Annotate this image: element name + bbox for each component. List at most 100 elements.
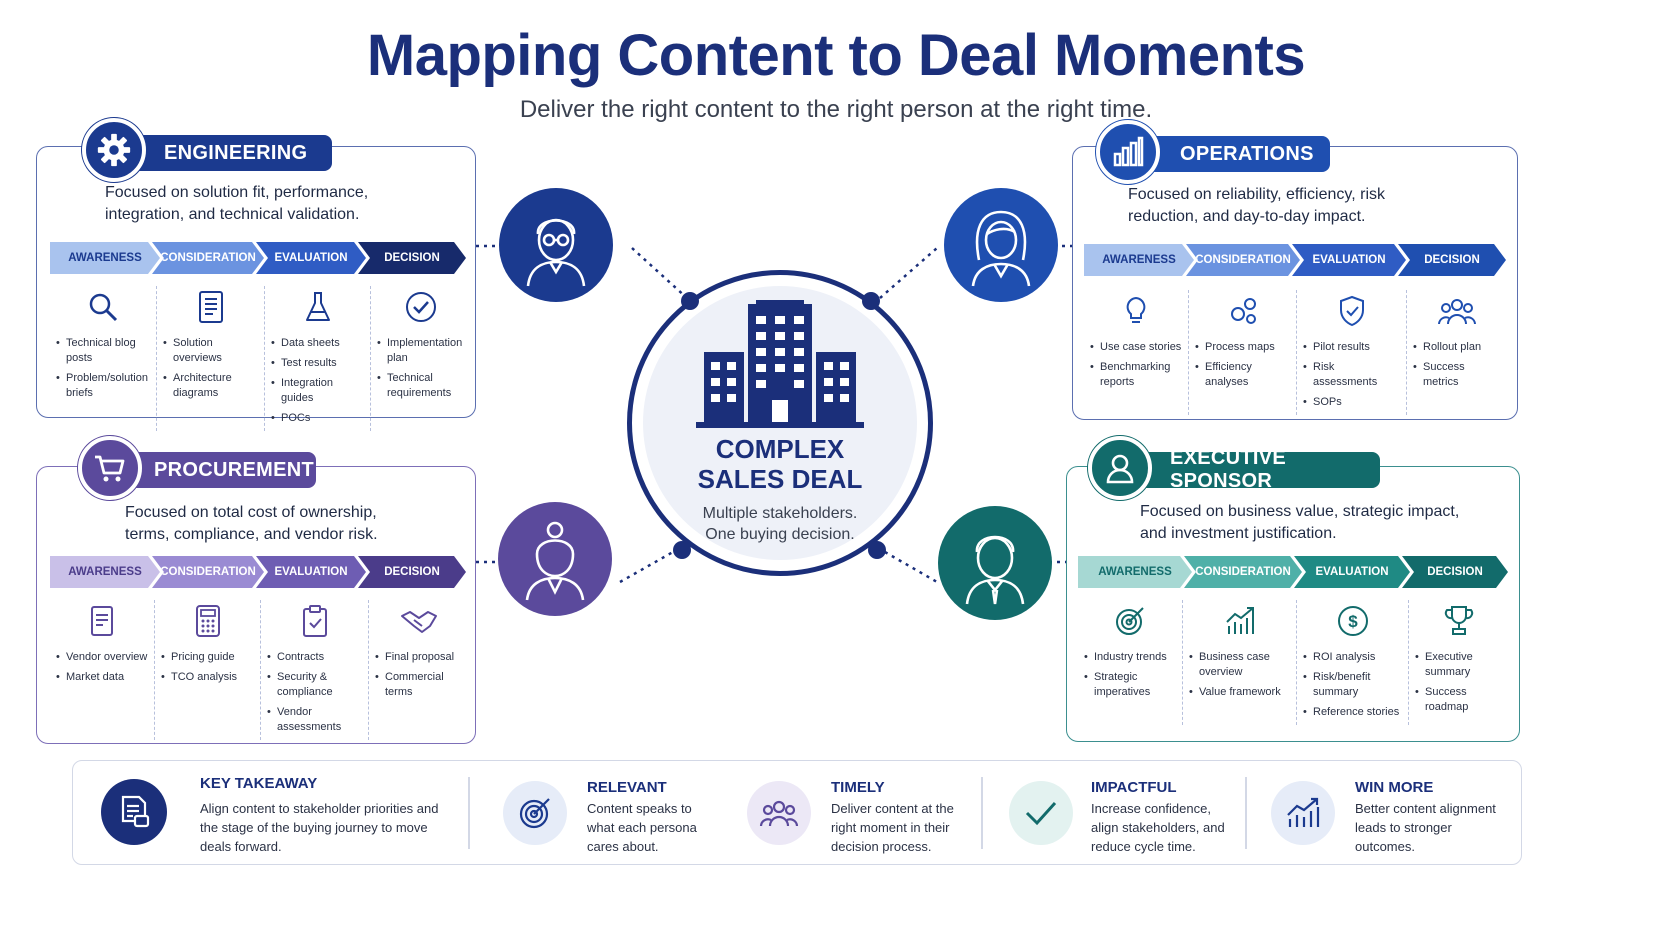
stage-consideration: CONSIDERATION	[1186, 244, 1300, 276]
engineering-col-evaluation: Data sheetsTest resultsIntegration guide…	[264, 286, 370, 431]
list-item: Commercial terms	[375, 670, 462, 700]
flask-icon	[271, 286, 364, 328]
list-item: Implementation plan	[377, 336, 464, 366]
list-item: SOPs	[1303, 395, 1400, 410]
list-item: Use case stories	[1090, 340, 1182, 355]
user-icon	[1088, 436, 1152, 500]
list-item: POCs	[271, 411, 364, 426]
magnifier-icon	[56, 286, 150, 328]
operations-col-consideration: Process mapsEfficiency analyses	[1188, 290, 1296, 415]
engineering-col-decision: Implementation planTechnical requirement…	[370, 286, 470, 431]
impactful-text: Increase confidence, align stakeholders,…	[1091, 801, 1225, 854]
bar-chart-icon	[1096, 120, 1160, 184]
stage-consideration: CONSIDERATION	[1184, 556, 1302, 588]
trophy-icon	[1415, 600, 1502, 642]
center-title-line1: COMPLEX	[715, 434, 845, 464]
engineering-label: ENGINEERING	[134, 135, 332, 171]
list-item: Solution overviews	[163, 336, 258, 366]
divider	[981, 777, 983, 849]
executive-focus: Focused on business value, strategic imp…	[1140, 503, 1460, 542]
timely-heading: TIMELY	[831, 779, 885, 796]
procurement-avatar	[498, 502, 612, 616]
list-item: Pilot results	[1303, 340, 1400, 355]
stage-evaluation: EVALUATION	[256, 242, 366, 274]
relevant-heading: RELEVANT	[587, 779, 667, 796]
building-icon	[696, 300, 864, 433]
team-icon	[1413, 290, 1500, 332]
connector-dot	[862, 292, 880, 310]
stage-evaluation: EVALUATION	[1292, 244, 1406, 276]
team-icon	[747, 781, 811, 845]
procurement-col-consideration: Pricing guideTCO analysis	[154, 600, 260, 740]
stage-awareness: AWARENESS	[50, 556, 160, 588]
stage-decision: DECISION	[358, 556, 466, 588]
operations-col-awareness: Use case storiesBenchmarking reports	[1084, 290, 1188, 415]
list-item: Pricing guide	[161, 650, 254, 665]
executive-stages: AWARENESS CONSIDERATION EVALUATION DECIS…	[1078, 556, 1508, 588]
connector-dot	[681, 292, 699, 310]
procurement-col-evaluation: ContractsSecurity & complianceVendor ass…	[260, 600, 368, 740]
check-icon	[1009, 781, 1073, 845]
center-title-line2: SALES DEAL	[697, 464, 863, 494]
center-subtitle: Multiple stakeholders. One buying decisi…	[640, 503, 920, 545]
stage-evaluation: EVALUATION	[1294, 556, 1410, 588]
executive-avatar	[938, 506, 1052, 620]
executive-col-decision: Executive summarySuccess roadmap	[1408, 600, 1508, 725]
relevant-text: Content speaks to what each persona care…	[587, 801, 697, 854]
stage-consideration: CONSIDERATION	[152, 242, 264, 274]
engineering-columns: Technical blog postsProblem/solution bri…	[50, 286, 470, 431]
procurement-label: PROCUREMENT	[124, 452, 316, 488]
connector-dot	[868, 541, 886, 559]
list-item: Architecture diagrams	[163, 371, 258, 401]
document-chat-icon	[101, 779, 167, 845]
timely-text: Deliver content at the right moment in t…	[831, 801, 954, 854]
divider	[1245, 777, 1247, 849]
list-item: Executive summary	[1415, 650, 1502, 680]
stage-decision: DECISION	[358, 242, 466, 274]
center-title: COMPLEX SALES DEAL	[640, 434, 920, 494]
page-title: Mapping Content to Deal Moments	[366, 23, 1306, 88]
gear-icon	[82, 118, 146, 182]
operations-col-evaluation: Pilot resultsRisk assessmentsSOPs	[1296, 290, 1406, 415]
footer-panel: KEY TAKEAWAY Align content to stakeholde…	[72, 760, 1522, 865]
connector-dot	[673, 541, 691, 559]
engineer-avatar	[499, 188, 613, 302]
report-icon	[56, 600, 148, 642]
operations-label: OPERATIONS	[1150, 136, 1330, 172]
page-subtitle: Deliver the right content to the right p…	[519, 96, 1153, 123]
growth-chart-icon	[1189, 600, 1290, 642]
target-icon	[1084, 600, 1176, 642]
shield-check-icon	[1303, 290, 1400, 332]
executive-col-awareness: Industry trendsStrategic imperatives	[1078, 600, 1182, 725]
dollar-icon: $	[1303, 600, 1402, 642]
operations-avatar	[944, 188, 1058, 302]
svg-text:$: $	[1348, 612, 1358, 631]
check-circle-icon	[377, 286, 464, 328]
list-item: Risk/benefit summary	[1303, 670, 1402, 700]
operations-focus: Focused on reliability, efficiency, risk…	[1128, 186, 1385, 225]
target-icon	[503, 781, 567, 845]
engineering-col-consideration: Solution overviewsArchitecture diagrams	[156, 286, 264, 431]
list-item: Problem/solution briefs	[56, 371, 150, 401]
list-item: Process maps	[1195, 340, 1290, 355]
list-item: Benchmarking reports	[1090, 360, 1182, 390]
clipboard-icon	[267, 600, 362, 642]
list-item: Strategic imperatives	[1084, 670, 1176, 700]
executive-columns: Industry trendsStrategic imperatives Bus…	[1078, 600, 1514, 725]
takeaway-heading: KEY TAKEAWAY	[200, 775, 318, 792]
procurement-col-decision: Final proposalCommercial terms	[368, 600, 468, 740]
list-item: Business case overview	[1189, 650, 1290, 680]
list-item: Test results	[271, 356, 364, 371]
list-item: Technical blog posts	[56, 336, 150, 366]
list-item: Data sheets	[271, 336, 364, 351]
list-item: Industry trends	[1084, 650, 1176, 665]
executive-label: EXECUTIVE SPONSOR	[1140, 447, 1380, 492]
engineering-focus: Focused on solution fit, performance, in…	[105, 184, 369, 223]
stage-decision: DECISION	[1398, 244, 1506, 276]
list-item: ROI analysis	[1303, 650, 1402, 665]
list-item: Reference stories	[1303, 705, 1402, 720]
stage-awareness: AWARENESS	[1078, 556, 1192, 588]
list-item: Market data	[56, 670, 148, 685]
procurement-columns: Vendor overviewMarket data Pricing guide…	[50, 600, 470, 740]
